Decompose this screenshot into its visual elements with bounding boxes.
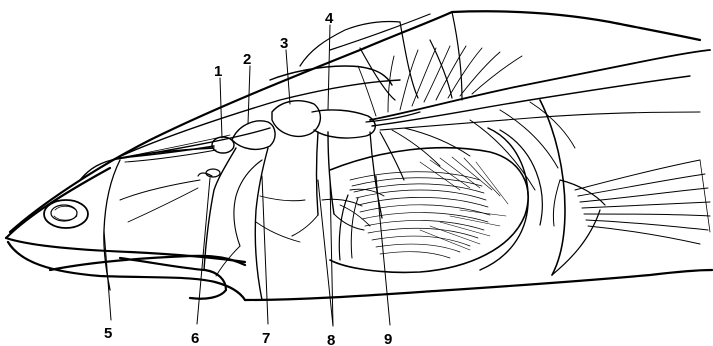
pectoral-fin-rays xyxy=(575,160,710,244)
label-3: 3 xyxy=(280,35,288,52)
label-7: 7 xyxy=(262,330,270,346)
label-2: 2 xyxy=(243,51,251,68)
label-5: 5 xyxy=(104,325,112,342)
brain xyxy=(120,101,420,162)
label-8: 8 xyxy=(327,332,335,346)
eye xyxy=(44,200,88,228)
leader-9 xyxy=(376,176,390,325)
leader-7 xyxy=(262,176,268,324)
fish-outline xyxy=(6,11,712,300)
label-9: 9 xyxy=(384,331,392,346)
label-1: 1 xyxy=(214,63,222,80)
gill-region xyxy=(330,128,542,272)
cranium xyxy=(112,21,400,160)
leader-5 xyxy=(104,230,111,320)
label-6: 6 xyxy=(191,330,199,346)
leader-4 xyxy=(328,25,330,110)
label-4: 4 xyxy=(325,10,334,27)
leader-lines xyxy=(104,25,390,326)
pectoral-girdle xyxy=(540,100,605,275)
dorsal-region xyxy=(330,12,462,100)
leader-6 xyxy=(197,178,210,324)
leader-3 xyxy=(286,50,290,104)
